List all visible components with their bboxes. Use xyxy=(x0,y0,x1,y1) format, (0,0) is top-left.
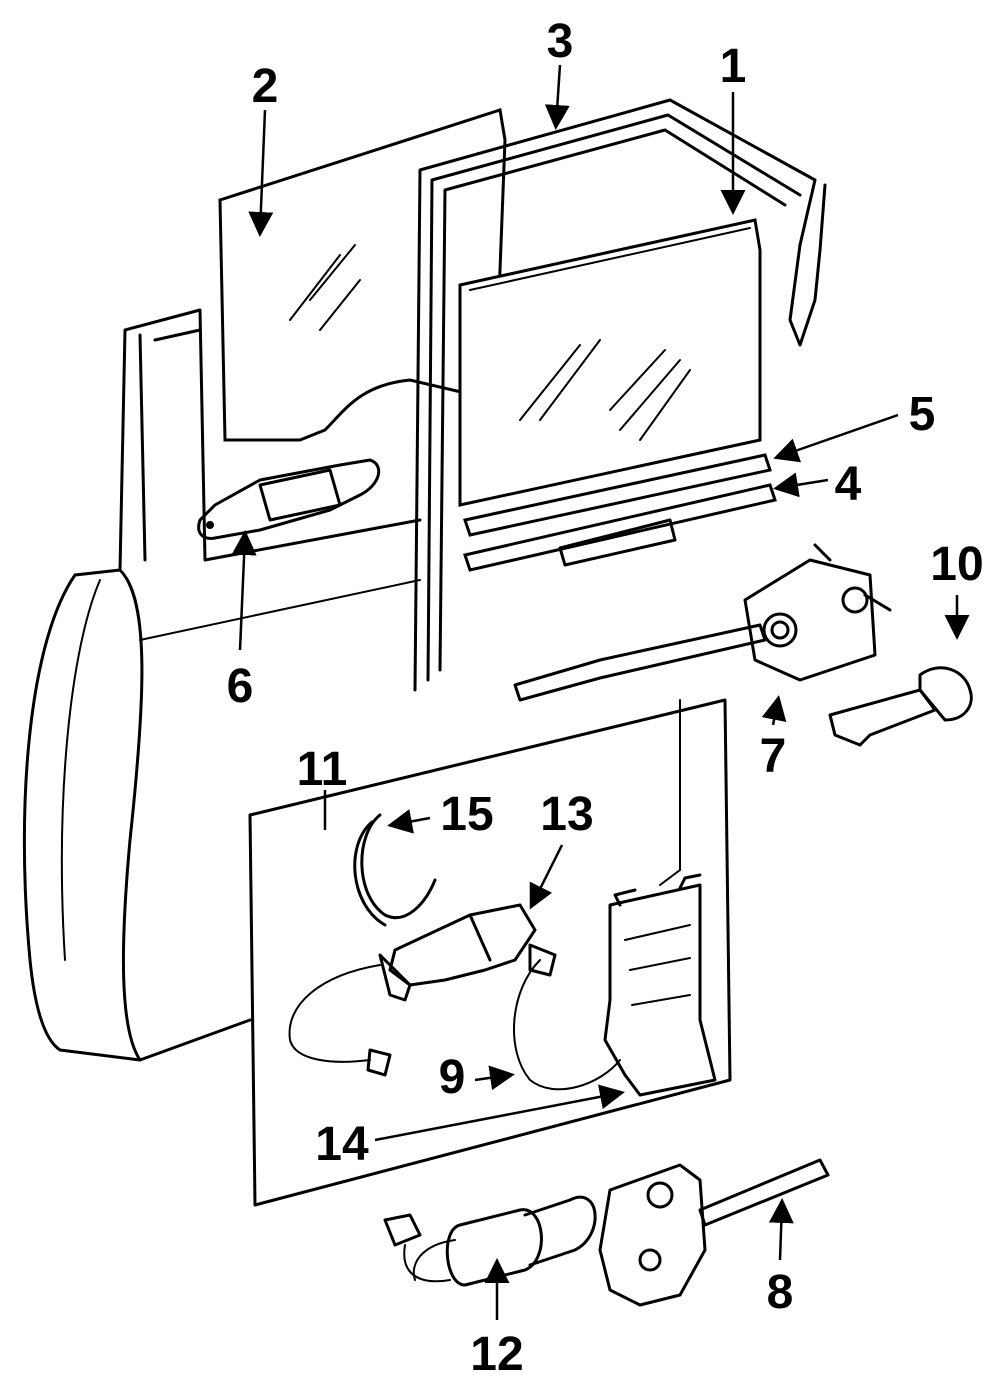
callout-8: 8 xyxy=(767,1266,794,1319)
glass-channels xyxy=(463,453,777,572)
callout-4: 4 xyxy=(835,458,862,511)
callout-2: 2 xyxy=(252,60,279,113)
callout-14: 14 xyxy=(315,1118,369,1171)
door-shell xyxy=(22,308,422,1062)
callout-5: 5 xyxy=(909,388,936,441)
outside-handle xyxy=(197,458,381,540)
callout-7: 7 xyxy=(760,730,787,783)
door-glass xyxy=(458,218,762,507)
callout-9: 9 xyxy=(439,1051,466,1104)
callout-6: 6 xyxy=(227,660,254,713)
callout-labels: 1 2 3 4 5 6 7 8 9 10 11 12 13 14 15 xyxy=(227,15,984,1381)
callout-11: 11 xyxy=(297,743,348,796)
power-regulator-assembly xyxy=(598,1158,830,1307)
window-crank xyxy=(828,666,973,747)
callout-3: 3 xyxy=(547,15,574,68)
motor-bracket xyxy=(603,873,717,1097)
regulator-motor xyxy=(288,903,537,1077)
callout-leaders xyxy=(231,64,970,1320)
callout-15: 15 xyxy=(440,788,493,841)
callout-1: 1 xyxy=(720,40,747,93)
regulator-kit-panel xyxy=(248,698,732,1207)
window-regulator xyxy=(513,543,892,702)
motor-wiring xyxy=(513,943,621,1091)
callout-13: 13 xyxy=(540,788,593,841)
seal-strip xyxy=(353,813,437,927)
glass-run-channel xyxy=(413,98,827,692)
callout-10: 10 xyxy=(930,538,983,591)
callout-12: 12 xyxy=(470,1328,523,1381)
power-window-motor xyxy=(383,1195,597,1287)
